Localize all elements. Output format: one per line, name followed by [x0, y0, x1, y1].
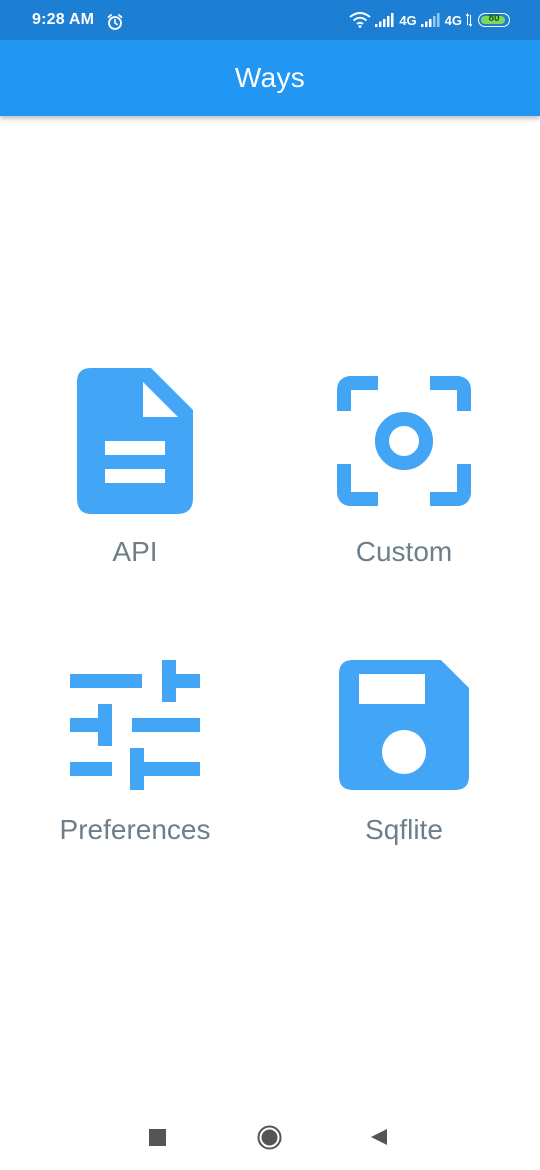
- document-icon: [77, 368, 193, 514]
- status-bar: 9:28 AM 4G: [0, 0, 540, 40]
- app-bar: Ways: [0, 40, 540, 116]
- tile-api[interactable]: API: [35, 368, 235, 568]
- alarm-icon: [107, 14, 123, 30]
- save-icon: [339, 660, 469, 790]
- tile-preferences[interactable]: Preferences: [35, 658, 235, 846]
- battery-percent: 80: [488, 13, 500, 24]
- tile-label: Sqflite: [365, 814, 443, 845]
- wifi-icon: [349, 12, 371, 28]
- tile-label: API: [112, 536, 158, 567]
- battery-icon: 80: [478, 13, 510, 27]
- home-circle-icon[interactable]: [257, 1125, 282, 1150]
- app-title: Ways: [234, 62, 306, 93]
- network-type-2: 4G: [444, 12, 462, 28]
- tile-label: Preferences: [59, 814, 211, 845]
- tile-label: Custom: [355, 536, 453, 567]
- system-nav-bar: [0, 1110, 540, 1170]
- tile-sqflite[interactable]: Sqflite: [304, 658, 504, 846]
- signal-icon: [375, 13, 394, 27]
- back-triangle-icon[interactable]: [370, 1128, 388, 1146]
- status-icons: 4G 4G 80: [349, 10, 510, 30]
- tile-custom[interactable]: Custom: [304, 368, 504, 568]
- data-arrows-icon: [466, 13, 472, 27]
- signal-icon: [420, 13, 440, 27]
- tune-icon: [70, 660, 200, 790]
- battery-level: [481, 16, 505, 24]
- center-focus-icon: [337, 376, 471, 506]
- status-time: 9:28 AM: [32, 11, 95, 28]
- recents-square-icon[interactable]: [149, 1129, 166, 1146]
- network-type-1: 4G: [399, 12, 417, 28]
